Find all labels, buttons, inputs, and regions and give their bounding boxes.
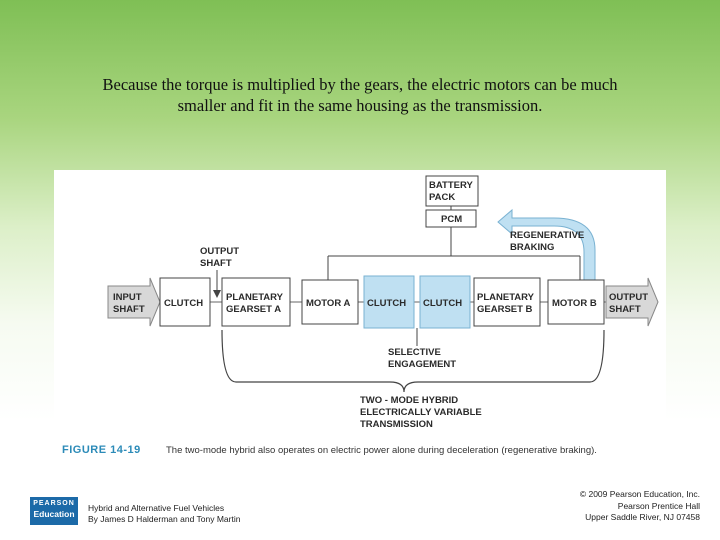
pearson-logo: PEARSON Education <box>30 497 78 525</box>
output-right-label-2: SHAFT <box>609 304 641 315</box>
battery-label-1: BATTERY <box>429 180 473 191</box>
footer-book-title: Hybrid and Alternative Fuel Vehicles <box>88 503 225 513</box>
planetary-a-box <box>221 277 291 327</box>
clutch-3-box <box>419 275 471 329</box>
regen-label-2: BRAKING <box>510 242 554 253</box>
regen-label-1: REGENERATIVE <box>510 230 584 241</box>
clutch-1-label: CLUTCH <box>164 298 203 309</box>
logo-bottom-text: Education <box>33 509 75 519</box>
figure-tag: FIGURE 14-19 <box>62 444 141 456</box>
battery-pack-box <box>425 175 479 207</box>
clutch-2-label: CLUTCH <box>367 298 406 309</box>
output-right-label-1: OUTPUT <box>609 292 648 303</box>
planetary-b-label-2: GEARSET B <box>477 304 533 315</box>
footer-book-info: Hybrid and Alternative Fuel Vehicles By … <box>88 503 240 525</box>
planetary-a-label-1: PLANETARY <box>226 292 284 303</box>
clutch-2-box <box>363 275 415 329</box>
regenerative-braking-arrow <box>497 208 596 283</box>
heading-line-1: Because the torque is multiplied by the … <box>102 75 618 94</box>
input-label-2: SHAFT <box>113 304 145 315</box>
input-label-1: INPUT <box>113 292 142 303</box>
output-shaft-arrow <box>605 277 659 327</box>
motor-b-label: MOTOR B <box>552 298 597 309</box>
heading-line-2: smaller and fit in the same housing as t… <box>177 96 543 115</box>
planetary-b-box <box>473 277 541 327</box>
figure-panel: BATTERY PACK PCM REGENERATIVE BRAKING OU… <box>54 170 666 466</box>
clutch-1-box <box>159 277 211 327</box>
planetary-a-label-2: GEARSET A <box>226 304 281 315</box>
logo-top-text: PEARSON <box>33 500 75 507</box>
transmission-brace <box>221 329 605 393</box>
selective-label-1: SELECTIVE <box>388 347 441 358</box>
output-shaft-top-label-2: SHAFT <box>200 258 232 269</box>
output-shaft-pointer-head <box>213 290 221 298</box>
pcm-label: PCM <box>441 214 462 225</box>
footer-copyright: © 2009 Pearson Education, Inc. Pearson P… <box>580 489 700 524</box>
input-shaft-arrow <box>107 277 161 327</box>
clutch-3-label: CLUTCH <box>423 298 462 309</box>
footer-book-authors: By James D Halderman and Tony Martin <box>88 514 241 524</box>
motor-b-box <box>547 279 605 325</box>
figure-caption: The two-mode hybrid also operates on ele… <box>166 445 597 456</box>
footer-address-line: Upper Saddle River, NJ 07458 <box>585 512 700 522</box>
footer-copyright-line: © 2009 Pearson Education, Inc. <box>579 489 700 499</box>
twomode-label-1: TWO - MODE HYBRID <box>360 395 458 406</box>
twomode-label-3: TRANSMISSION <box>360 419 433 430</box>
motor-a-label: MOTOR A <box>306 298 350 309</box>
slide-heading: Because the torque is multiplied by the … <box>40 74 680 116</box>
output-shaft-top-label-1: OUTPUT <box>200 246 239 257</box>
footer-publisher-line: Pearson Prentice Hall <box>617 500 700 511</box>
selective-label-2: ENGAGEMENT <box>388 359 456 370</box>
planetary-b-label-1: PLANETARY <box>477 292 535 303</box>
motor-a-box <box>301 279 359 325</box>
twomode-label-2: ELECTRICALLY VARIABLE <box>360 407 482 418</box>
transmission-diagram: BATTERY PACK PCM REGENERATIVE BRAKING OU… <box>62 175 659 456</box>
battery-label-2: PACK <box>429 192 455 203</box>
